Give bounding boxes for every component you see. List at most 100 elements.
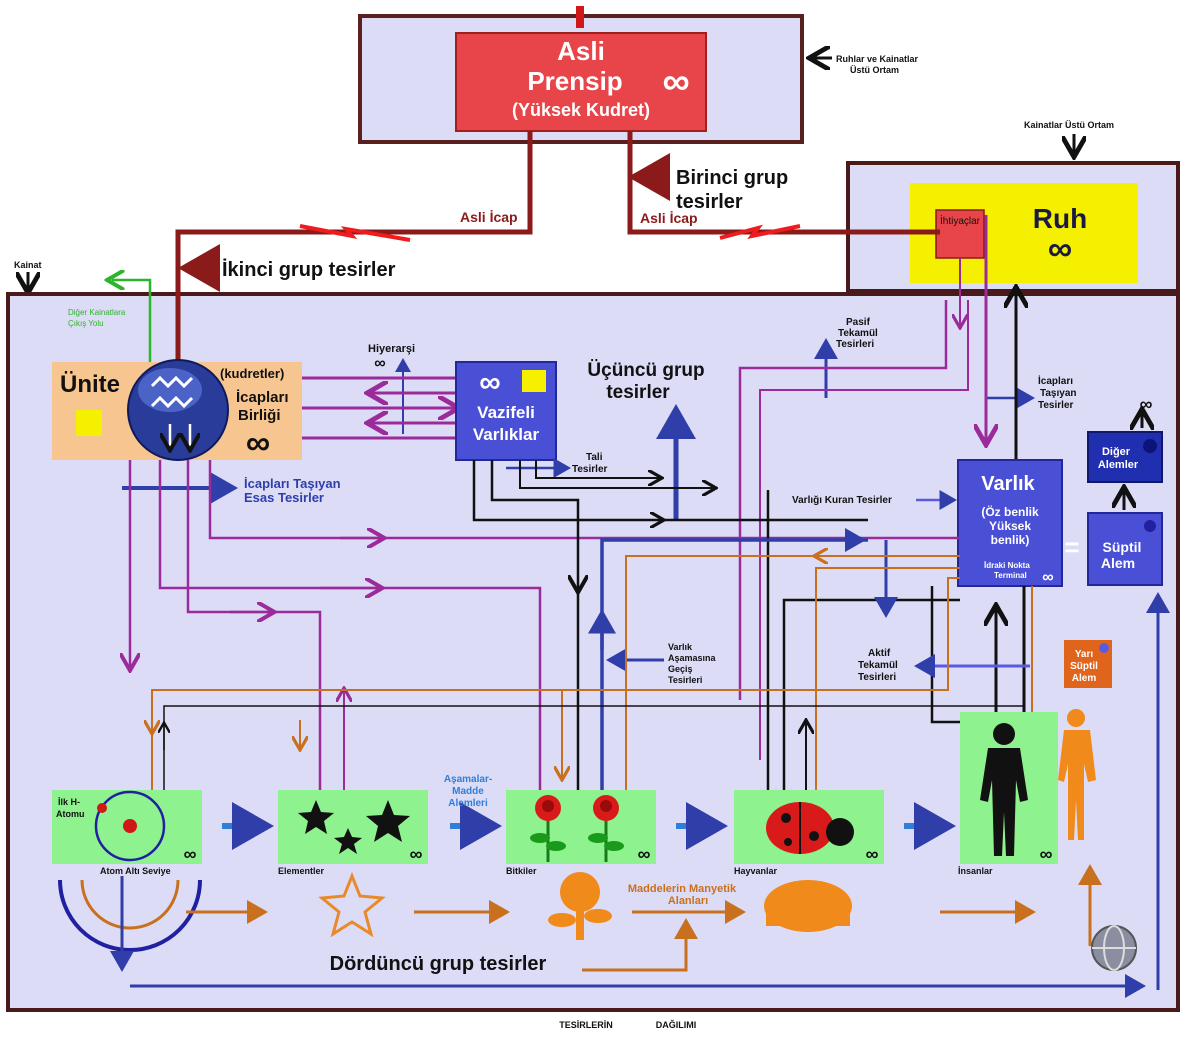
- suptil-label-2: Alem: [1101, 555, 1135, 571]
- stage-human-infinity: ∞: [1040, 844, 1053, 864]
- black-route-2: [490, 460, 578, 590]
- black-route-1: [472, 460, 868, 522]
- yari-label-1: Yarı: [1075, 649, 1094, 660]
- ilk-atom-1: İlk H-: [58, 797, 80, 807]
- varlik-asama-1: Varlık: [668, 642, 693, 652]
- asamalar-3: Alemleri: [448, 798, 488, 809]
- unite-icaplar-1: İcapları: [236, 389, 289, 406]
- esas-tesirler-2: Esas Tesirler: [244, 490, 324, 505]
- varlik-sub-2: Yüksek: [989, 519, 1031, 533]
- ladybug-icon: [766, 802, 854, 854]
- equals-sign: =: [1064, 532, 1079, 562]
- varlik-infinity: ∞: [1042, 569, 1053, 586]
- yari-label-2: Süptil: [1070, 661, 1098, 672]
- aquarius-wave-1: [150, 375, 194, 389]
- stage-animal-infinity: ∞: [866, 844, 879, 864]
- orange-bug-icon: [764, 880, 852, 932]
- top-infinity: ∞: [1140, 394, 1153, 414]
- aktif-label-2: Tekamül: [858, 660, 898, 671]
- asamalar-2: Madde: [452, 786, 484, 797]
- unite-icaplar-2: Birliği: [238, 407, 281, 424]
- orange-flow-5: [582, 918, 698, 972]
- asamalar-1: Aşamalar-: [444, 774, 492, 785]
- ihtiyaclar-label: İhtiyaçlar: [940, 214, 981, 227]
- purple-route-7: [759, 300, 969, 760]
- exit-label-1: Diğer Kainatlara: [68, 308, 126, 317]
- stage-animal-label: Hayvanlar: [734, 866, 778, 876]
- varlik-asama-4: Tesirleri: [668, 675, 702, 685]
- ruh-infinity: ∞: [1048, 230, 1072, 268]
- pasif-label-3: Tesirleri: [836, 339, 874, 350]
- manyetik-1: Maddelerin Manyetik: [628, 883, 737, 895]
- varlik-sub-1: (Öz benlik: [981, 504, 1039, 519]
- principle-top-stub: [576, 6, 584, 28]
- suptil-dot: [1144, 520, 1156, 532]
- icaplari-right-1: İcapları: [1038, 374, 1073, 387]
- third-group-label-1: Üçüncü grup: [587, 360, 704, 381]
- orange-rose-icon: [548, 872, 612, 940]
- varlik-box: [957, 459, 1063, 587]
- yari-label-3: Alem: [1072, 673, 1097, 684]
- orange-route-2: [815, 567, 960, 790]
- unite-label: Ünite: [60, 371, 120, 398]
- unite-kudretler: (kudretler): [220, 366, 284, 381]
- footer-right: DAĞILIMI: [656, 1019, 697, 1030]
- purple-route-4: [208, 460, 960, 540]
- hiyerarsi-label: Hiyerarşi: [368, 343, 415, 355]
- ruh-label: Ruh: [1033, 203, 1087, 234]
- suptil-label-1: Süptil: [1103, 539, 1142, 555]
- diger-label-1: Diğer: [1102, 446, 1131, 458]
- stage-element-label: Elementler: [278, 866, 325, 876]
- principle-title-2: Prensip: [527, 66, 622, 96]
- varlik-asama-2: Aşamasına: [668, 653, 717, 663]
- aktif-label-3: Tesirleri: [858, 672, 896, 683]
- vazifeli-label-1: Vazifeli: [477, 403, 535, 422]
- stage-human-label: İnsanlar: [958, 866, 993, 876]
- exit-label-2: Çıkış Yolu: [68, 319, 104, 328]
- varlik-asama-3: Geçiş: [668, 664, 693, 674]
- ihtiyaclar-box: [935, 209, 985, 259]
- varlik-terminal-2: Terminal: [994, 571, 1027, 580]
- ilk-atom-2: Atomu: [56, 809, 85, 819]
- atom-ring: [94, 790, 166, 862]
- second-group-label: İkinci grup tesirler: [222, 258, 396, 281]
- globe-icon: [1091, 925, 1137, 971]
- hiyerarsi-infinity: ∞: [374, 355, 385, 372]
- vazifeli-yellow-square: [522, 370, 546, 392]
- stage-plant-box: [506, 790, 656, 864]
- principle-red-box: [455, 32, 707, 132]
- black-route-11: [163, 705, 1024, 790]
- stage-atom-label: Atom Altı Seviye: [100, 866, 171, 876]
- black-route-3: [519, 460, 714, 488]
- star-3-icon: [366, 800, 410, 842]
- stage-plant-label: Bitkiler: [506, 866, 537, 876]
- principle-subtitle: (Yüksek Kudret): [512, 100, 650, 120]
- esas-tesirler-1: İcapları Taşıyan: [244, 476, 341, 491]
- first-group-label-2: tesirler: [676, 191, 743, 213]
- unite-infinity: ∞: [246, 424, 270, 462]
- kainat-label: Kainat: [14, 260, 42, 270]
- first-group-label-1: Birinci grup: [676, 167, 788, 189]
- stage-plant-infinity: ∞: [638, 844, 651, 864]
- fourth-group-label: Dördüncü grup tesirler: [330, 953, 547, 975]
- icaplari-right-2: Taşıyan: [1040, 388, 1077, 399]
- asli-icap-left-label: Asli İcap: [460, 209, 518, 225]
- stage-element-infinity: ∞: [410, 844, 423, 864]
- rose-icon-2: [588, 795, 624, 862]
- aktif-label-1: Aktif: [868, 648, 891, 659]
- black-route-10: [782, 598, 960, 790]
- unite-sphere-shine: [138, 368, 202, 412]
- tali-label-1: Tali: [586, 452, 603, 463]
- purple-route-6: [738, 300, 948, 700]
- orange-human-figure-icon: [1058, 709, 1096, 840]
- exit-path-green: [112, 280, 152, 366]
- outline-star-icon: [318, 871, 386, 938]
- principle-note-1: Ruhlar ve Kainatlar: [836, 54, 919, 64]
- third-group-label-2: tesirler: [606, 382, 670, 403]
- rose-icon-1: [530, 795, 566, 862]
- varlik-terminal-1: İdraki Nokta: [984, 561, 1030, 570]
- atom-nucleus: [123, 819, 137, 833]
- human-silhouette-icon: [980, 723, 1028, 856]
